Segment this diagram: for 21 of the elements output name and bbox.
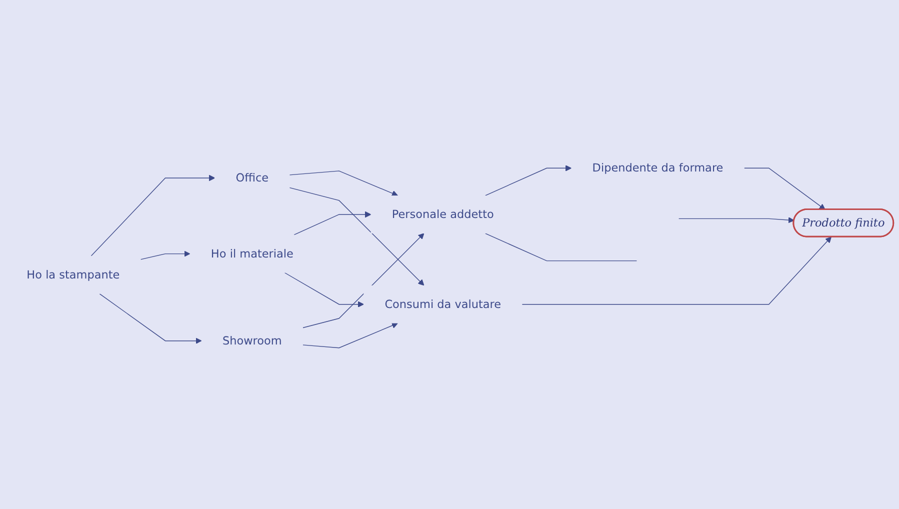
arrow (294, 211, 372, 236)
arrow (284, 272, 364, 308)
node-text: Ho il materiale (210, 246, 294, 260)
arrow (302, 322, 398, 348)
arrow (289, 170, 398, 196)
arrow (678, 216, 794, 224)
arrow (744, 168, 826, 210)
arrow (140, 250, 190, 260)
arrow (289, 187, 424, 286)
arrow (484, 165, 572, 196)
node-text: Ho la stampante (26, 268, 120, 282)
node-text: Office (236, 170, 269, 184)
node-text: Dipendente da formare (592, 161, 724, 174)
arrow (99, 293, 202, 344)
arrow (90, 174, 215, 256)
node-text: Showroom (222, 334, 282, 348)
arrow (302, 233, 424, 328)
connector (484, 233, 638, 262)
node-text: Consumi da valutare (384, 297, 502, 311)
node-text: Personale addetto (392, 207, 494, 221)
arrow (522, 236, 832, 305)
